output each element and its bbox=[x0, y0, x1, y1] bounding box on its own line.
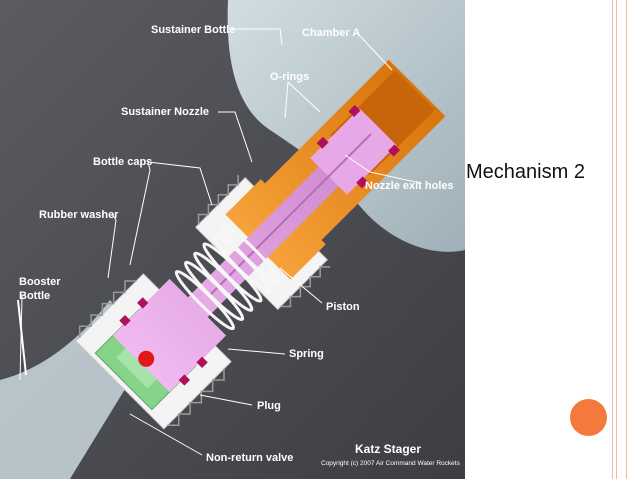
label-o-rings: O-rings bbox=[270, 71, 309, 83]
booster-bottle-edge bbox=[17, 299, 27, 376]
label-booster-bottle-line2: Bottle bbox=[19, 290, 50, 302]
label-sustainer-bottle: Sustainer Bottle bbox=[151, 24, 235, 36]
frame-line-right bbox=[626, 0, 627, 479]
frame-line-outer bbox=[612, 0, 613, 479]
frame-line-inner bbox=[616, 0, 617, 479]
leader-lines bbox=[19, 28, 421, 456]
lower-cap-threads bbox=[78, 280, 225, 427]
label-nozzle-exit-holes: Nozzle exit holes bbox=[365, 180, 454, 192]
label-spring: Spring bbox=[289, 348, 324, 360]
slide-title: Mechanism 2 bbox=[466, 161, 585, 183]
label-non-return-valve: Non-return valve bbox=[206, 452, 293, 464]
label-piston: Piston bbox=[326, 301, 360, 313]
label-chamber-a: Chamber A bbox=[302, 27, 360, 39]
accent-circle bbox=[570, 399, 607, 436]
copyright-credit: Copyright (c) 2007 Air Command Water Roc… bbox=[321, 460, 461, 467]
label-booster-bottle-line1: Booster bbox=[19, 276, 61, 288]
nozzle-assembly bbox=[75, 59, 446, 430]
author-credit: Katz Stager bbox=[355, 442, 421, 456]
label-plug: Plug bbox=[257, 400, 281, 412]
label-sustainer-nozzle: Sustainer Nozzle bbox=[121, 106, 209, 118]
piston-bore bbox=[207, 133, 372, 298]
label-rubber-washer: Rubber washer bbox=[39, 209, 119, 221]
upper-cap-threads bbox=[197, 174, 331, 308]
mechanism-diagram: Sustainer Bottle Chamber A O-rings Susta… bbox=[0, 0, 465, 479]
plug-ball bbox=[138, 350, 155, 367]
label-bottle-caps: Bottle caps bbox=[93, 156, 152, 168]
